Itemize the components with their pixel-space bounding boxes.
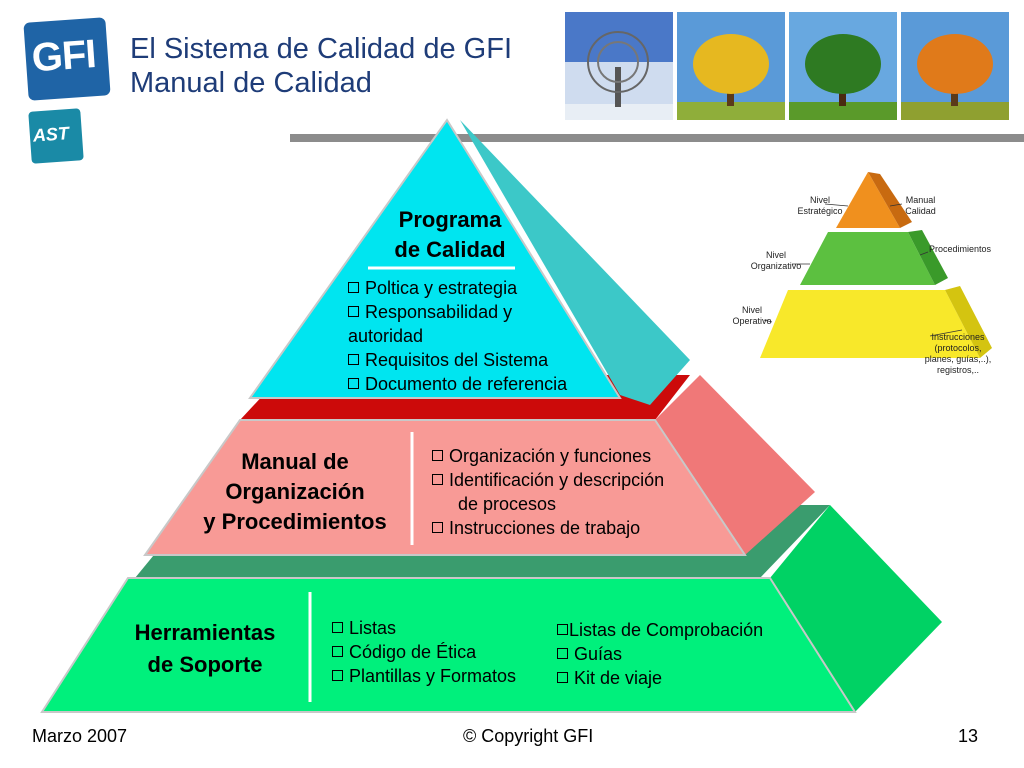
middle-side <box>655 375 815 555</box>
bottom-side <box>770 505 942 712</box>
bottom-face <box>40 577 857 713</box>
mini-label-organizational: Nivel Organizativo <box>750 250 802 271</box>
top-title-line-1: Programa <box>398 207 502 232</box>
list-item: Documento de referencia <box>348 372 567 396</box>
tree-summer-green-photo <box>789 12 897 120</box>
list-item: Instrucciones de trabajo <box>432 516 664 540</box>
list-item: Listas de Comprobación <box>557 618 763 642</box>
list-item: Kit de viaje <box>557 666 763 690</box>
middle-layer-title: Manual de Organización y Procedimientos <box>180 447 410 537</box>
top-title-line-2: de Calidad <box>394 237 506 262</box>
top-layer-list: Poltica y estrategia Responsabilidad y a… <box>348 276 567 396</box>
bottom-layer-list-right: Listas de Comprobación Guías Kit de viaj… <box>557 618 763 690</box>
page-title: El Sistema de Calidad de GFI Manual de C… <box>130 32 512 100</box>
list-item: autoridad <box>348 326 424 346</box>
list-item: Requisitos del Sistema <box>348 348 567 372</box>
list-item: Plantillas y Formatos <box>332 664 516 688</box>
mini-label-instructions: Instrucciones (protocolos, planes, guías… <box>924 332 992 375</box>
list-item: Responsabilidad y <box>348 300 567 324</box>
middle-title-line-2: Organización <box>225 479 365 504</box>
footer-date: Marzo 2007 <box>32 726 128 746</box>
bottom-title-line-1: Herramientas <box>134 620 276 645</box>
title-line-1: El Sistema de Calidad de GFI <box>130 33 513 65</box>
footer-page-number: 13 <box>958 726 979 746</box>
list-item: Identificación y descripción <box>432 468 664 492</box>
title-line-2: Manual de Calidad <box>130 67 372 99</box>
mini-label-procedures: Procedimientos <box>928 244 992 254</box>
list-item: Listas <box>332 616 516 640</box>
list-item: Organización y funciones <box>432 444 664 468</box>
mini-label-operational: Nivel Operativo <box>732 305 772 326</box>
top-face <box>248 118 622 399</box>
mini-label-manual: Manual Calidad <box>905 195 936 216</box>
footer-copyright: © Copyright GFI <box>463 726 594 746</box>
list-item: Guías <box>557 642 763 666</box>
list-item: Poltica y estrategia <box>348 276 567 300</box>
list-item: de procesos <box>458 494 557 514</box>
bottom-layer-list-left: Listas Código de Ética Plantillas y Form… <box>332 616 516 688</box>
mini-label-strategic: Nivel Estratégico <box>797 195 843 216</box>
bottom-title-line-2: de Soporte <box>147 652 263 677</box>
middle-title-line-1: Manual de <box>241 449 349 474</box>
bottom-layer-title: Herramientas de Soporte <box>105 617 305 681</box>
middle-layer-list: Organización y funciones Identificación … <box>432 444 664 540</box>
top-layer-title: Programa de Calidad <box>360 205 540 265</box>
middle-face <box>143 419 747 556</box>
tree-winter-photo <box>565 12 673 120</box>
mini-pyramid <box>760 172 992 358</box>
header-rule <box>290 134 1024 142</box>
list-item: Código de Ética <box>332 640 516 664</box>
tree-autumn-yellow-photo <box>677 12 785 120</box>
tree-autumn-orange-photo <box>901 12 1009 120</box>
top-side <box>460 120 690 405</box>
middle-title-line-3: y Procedimientos <box>203 509 387 534</box>
